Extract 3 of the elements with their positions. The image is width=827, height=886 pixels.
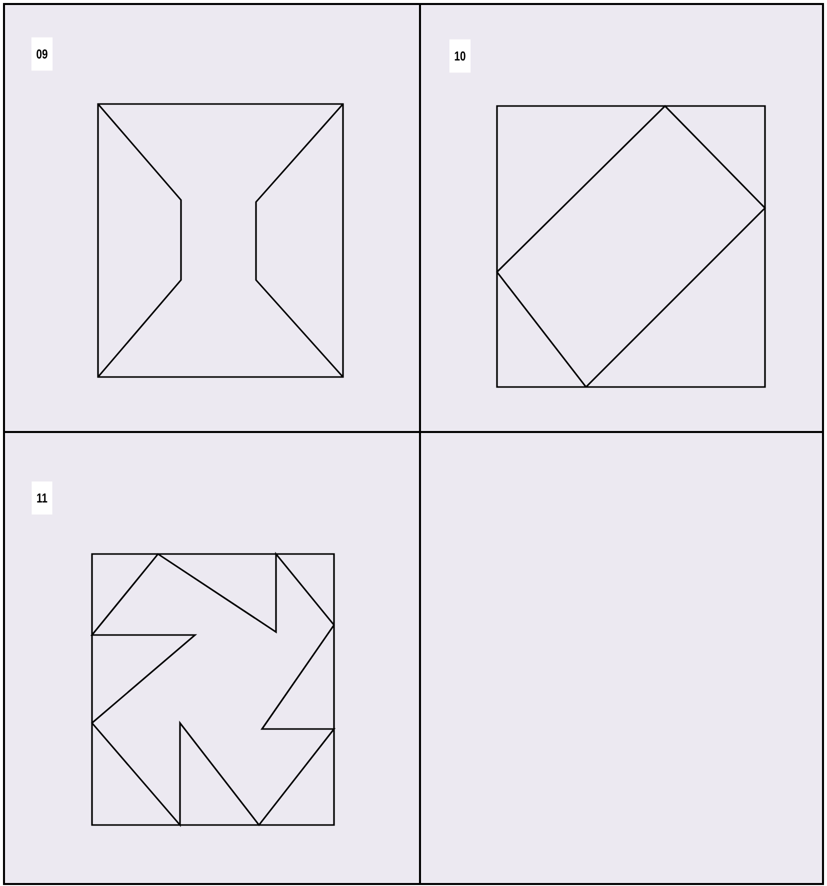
figure-number: 10 <box>449 39 471 73</box>
figure-number: 09 <box>31 37 53 71</box>
figure-number: 11 <box>32 482 52 514</box>
